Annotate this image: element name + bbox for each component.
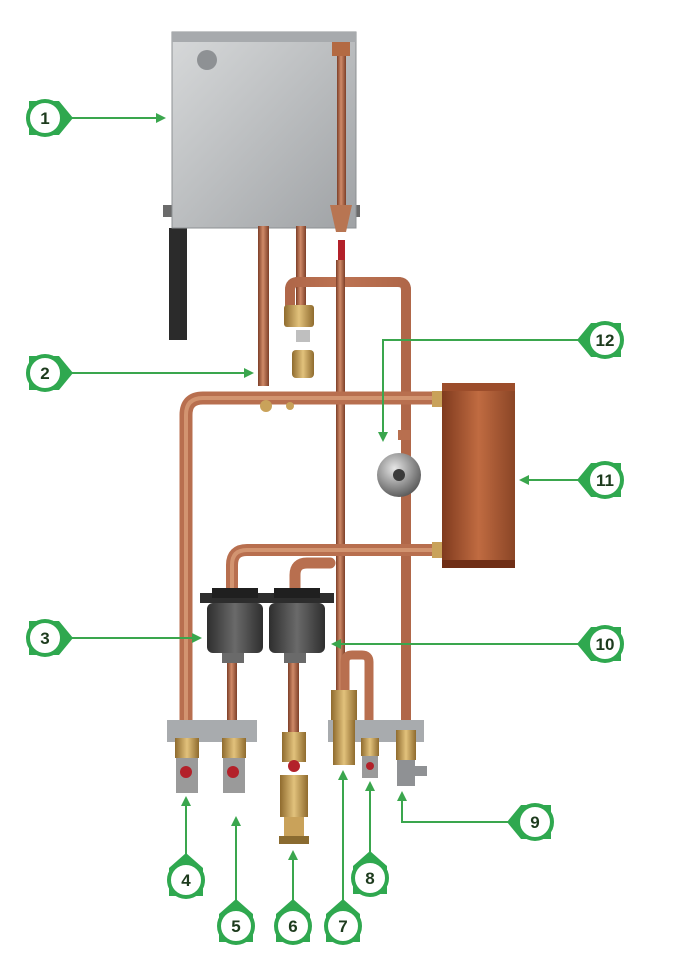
callout-7: 7 <box>324 899 362 945</box>
callout-arrows <box>68 113 582 908</box>
callout-number-10: 10 <box>596 635 615 654</box>
callout-10: 10 <box>577 625 624 663</box>
callout-number-4: 4 <box>181 871 191 890</box>
callout-8: 8 <box>351 851 389 897</box>
callout-number-3: 3 <box>40 629 49 648</box>
callout-number-11: 11 <box>596 471 614 490</box>
copper-pipes <box>179 42 443 777</box>
callout-6: 6 <box>274 899 312 945</box>
callout-2: 2 <box>26 354 73 392</box>
circulating-pumps <box>200 588 334 663</box>
arrow-9 <box>397 791 513 823</box>
callout-number-5: 5 <box>231 917 240 936</box>
callout-number-1: 1 <box>40 109 49 128</box>
callout-number-8: 8 <box>365 869 374 888</box>
callout-12: 12 <box>577 321 624 359</box>
callout-number-2: 2 <box>40 364 49 383</box>
plate-heat-exchanger <box>442 383 515 568</box>
callout-1: 1 <box>26 99 73 137</box>
arrow-12 <box>378 339 582 442</box>
storage-tank <box>171 31 357 229</box>
callout-5: 5 <box>217 899 255 945</box>
callout-9: 9 <box>507 803 554 841</box>
callout-4: 4 <box>167 853 205 899</box>
callout-11: 11 <box>577 461 624 499</box>
isolation-valves <box>175 690 427 844</box>
callout-number-7: 7 <box>338 917 347 936</box>
callout-number-9: 9 <box>530 813 539 832</box>
expansion-vessel <box>377 453 421 497</box>
callout-number-12: 12 <box>596 331 615 350</box>
callout-3: 3 <box>26 619 73 657</box>
callout-number-6: 6 <box>288 917 297 936</box>
brass-fittings <box>260 305 442 558</box>
